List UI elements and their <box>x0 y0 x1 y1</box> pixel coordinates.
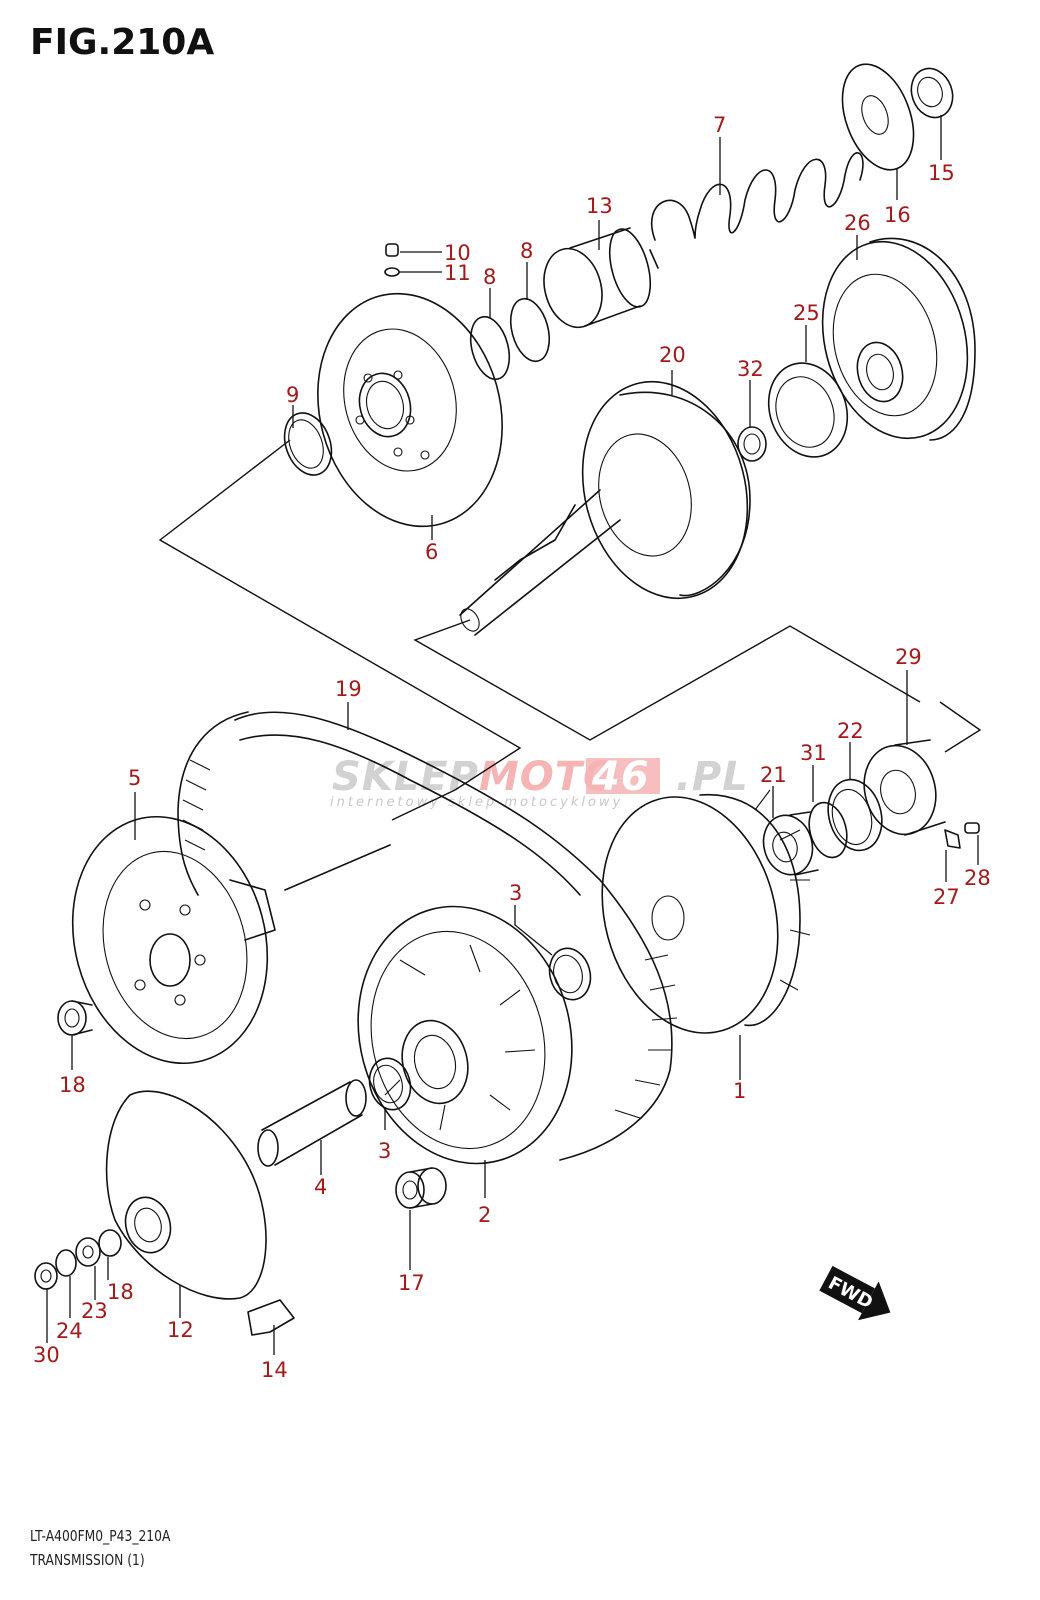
callout-25: 25 <box>793 301 820 325</box>
assembly-frame-right <box>413 619 982 753</box>
fwd-direction-badge: FWD <box>819 1265 891 1321</box>
callout-21: 21 <box>760 763 787 787</box>
part-16-plate <box>841 63 915 171</box>
callout-18b: 18 <box>107 1280 134 1304</box>
callout-31: 31 <box>800 741 827 765</box>
callout-14: 14 <box>261 1358 288 1382</box>
watermark-46-box <box>586 758 660 794</box>
part-26-clutch-housing <box>821 237 976 441</box>
part-6-sheave <box>317 292 503 528</box>
leader-lines <box>46 115 979 1355</box>
callout-27: 27 <box>933 885 960 909</box>
callout-28: 28 <box>964 866 991 890</box>
figure-code: LT-A400FM0_P43_210A <box>30 1527 171 1545</box>
part-15-nut <box>910 67 954 119</box>
callout-1: 1 <box>733 1079 746 1103</box>
callout-17: 17 <box>398 1271 425 1295</box>
part-8-o-rings <box>469 297 551 381</box>
arrow-forward-icon <box>857 1281 891 1321</box>
part-3-seal-b <box>368 1057 412 1111</box>
part-23-nut <box>75 1237 101 1267</box>
callout-6: 6 <box>425 540 438 564</box>
callout-7: 7 <box>713 113 726 137</box>
callouts: 1 2 3 3 4 5 6 7 8 8 9 10 11 12 13 14 15 … <box>33 113 991 1382</box>
part-24-spring-washer <box>55 1249 77 1277</box>
callout-8a: 8 <box>483 265 496 289</box>
part-18-collar-b <box>98 1229 122 1257</box>
part-5-sheave <box>71 815 276 1065</box>
part-2-movable-sheave <box>357 905 573 1165</box>
watermark: SKLEPMOTO46.PL 46 internetowy sklep moto… <box>330 754 749 810</box>
callout-32: 32 <box>737 357 764 381</box>
callout-4: 4 <box>314 1175 327 1199</box>
part-29-bearing <box>863 739 946 836</box>
callout-26: 26 <box>844 211 871 235</box>
svg-text:SKLEPMOTO46.PL: SKLEPMOTO46.PL <box>332 754 749 800</box>
part-10-11-bolt-washer <box>384 243 400 277</box>
part-28-bolt <box>964 822 980 834</box>
part-17-bearing <box>395 1167 447 1209</box>
watermark-pl: .PL <box>676 754 749 800</box>
part-3-seal-a <box>548 947 592 1001</box>
part-19-belt <box>177 711 678 1161</box>
callout-22: 22 <box>837 719 864 743</box>
part-7-spring <box>649 152 864 269</box>
part-25-one-way-clutch <box>767 362 849 458</box>
callout-29: 29 <box>895 645 922 669</box>
part-14-slider <box>247 1299 295 1336</box>
callout-24: 24 <box>56 1319 83 1343</box>
callout-12: 12 <box>167 1318 194 1342</box>
callout-9: 9 <box>286 383 299 407</box>
part-13-sleeve <box>543 227 652 329</box>
callout-23: 23 <box>81 1299 108 1323</box>
part-32-nut <box>737 426 767 462</box>
callout-3b: 3 <box>378 1139 391 1163</box>
callout-13: 13 <box>586 194 613 218</box>
callout-19: 19 <box>335 677 362 701</box>
part-22-seal <box>827 778 883 852</box>
callout-3a: 3 <box>509 881 522 905</box>
callout-20: 20 <box>659 343 686 367</box>
callout-15: 15 <box>928 161 955 185</box>
part-12-drive-plate <box>105 1090 267 1300</box>
part-1-fixed-sheave <box>601 789 811 1034</box>
callout-2: 2 <box>478 1203 491 1227</box>
part-30-bearing <box>34 1262 58 1290</box>
callout-16: 16 <box>884 203 911 227</box>
part-4-spacer <box>257 1079 367 1167</box>
part-18-collar-a <box>57 1000 93 1036</box>
callout-8b: 8 <box>520 239 533 263</box>
part-20-clutch-shaft <box>459 380 751 636</box>
callout-18a: 18 <box>59 1073 86 1097</box>
part-9-seal <box>283 412 333 476</box>
figure-name: TRANSMISSION (1) <box>30 1551 145 1569</box>
assembly-frame-upper <box>158 439 522 821</box>
callout-30: 30 <box>33 1343 60 1367</box>
watermark-46-text: 46 <box>591 754 650 800</box>
watermark-tagline: internetowy sklep motocyklowy <box>330 795 623 810</box>
part-27-washer <box>944 829 961 849</box>
part-31-circlip <box>808 801 848 859</box>
figure-title: FIG.210A <box>30 22 215 63</box>
callout-10: 10 <box>444 241 471 265</box>
callout-5: 5 <box>128 766 141 790</box>
callout-11: 11 <box>444 261 471 285</box>
